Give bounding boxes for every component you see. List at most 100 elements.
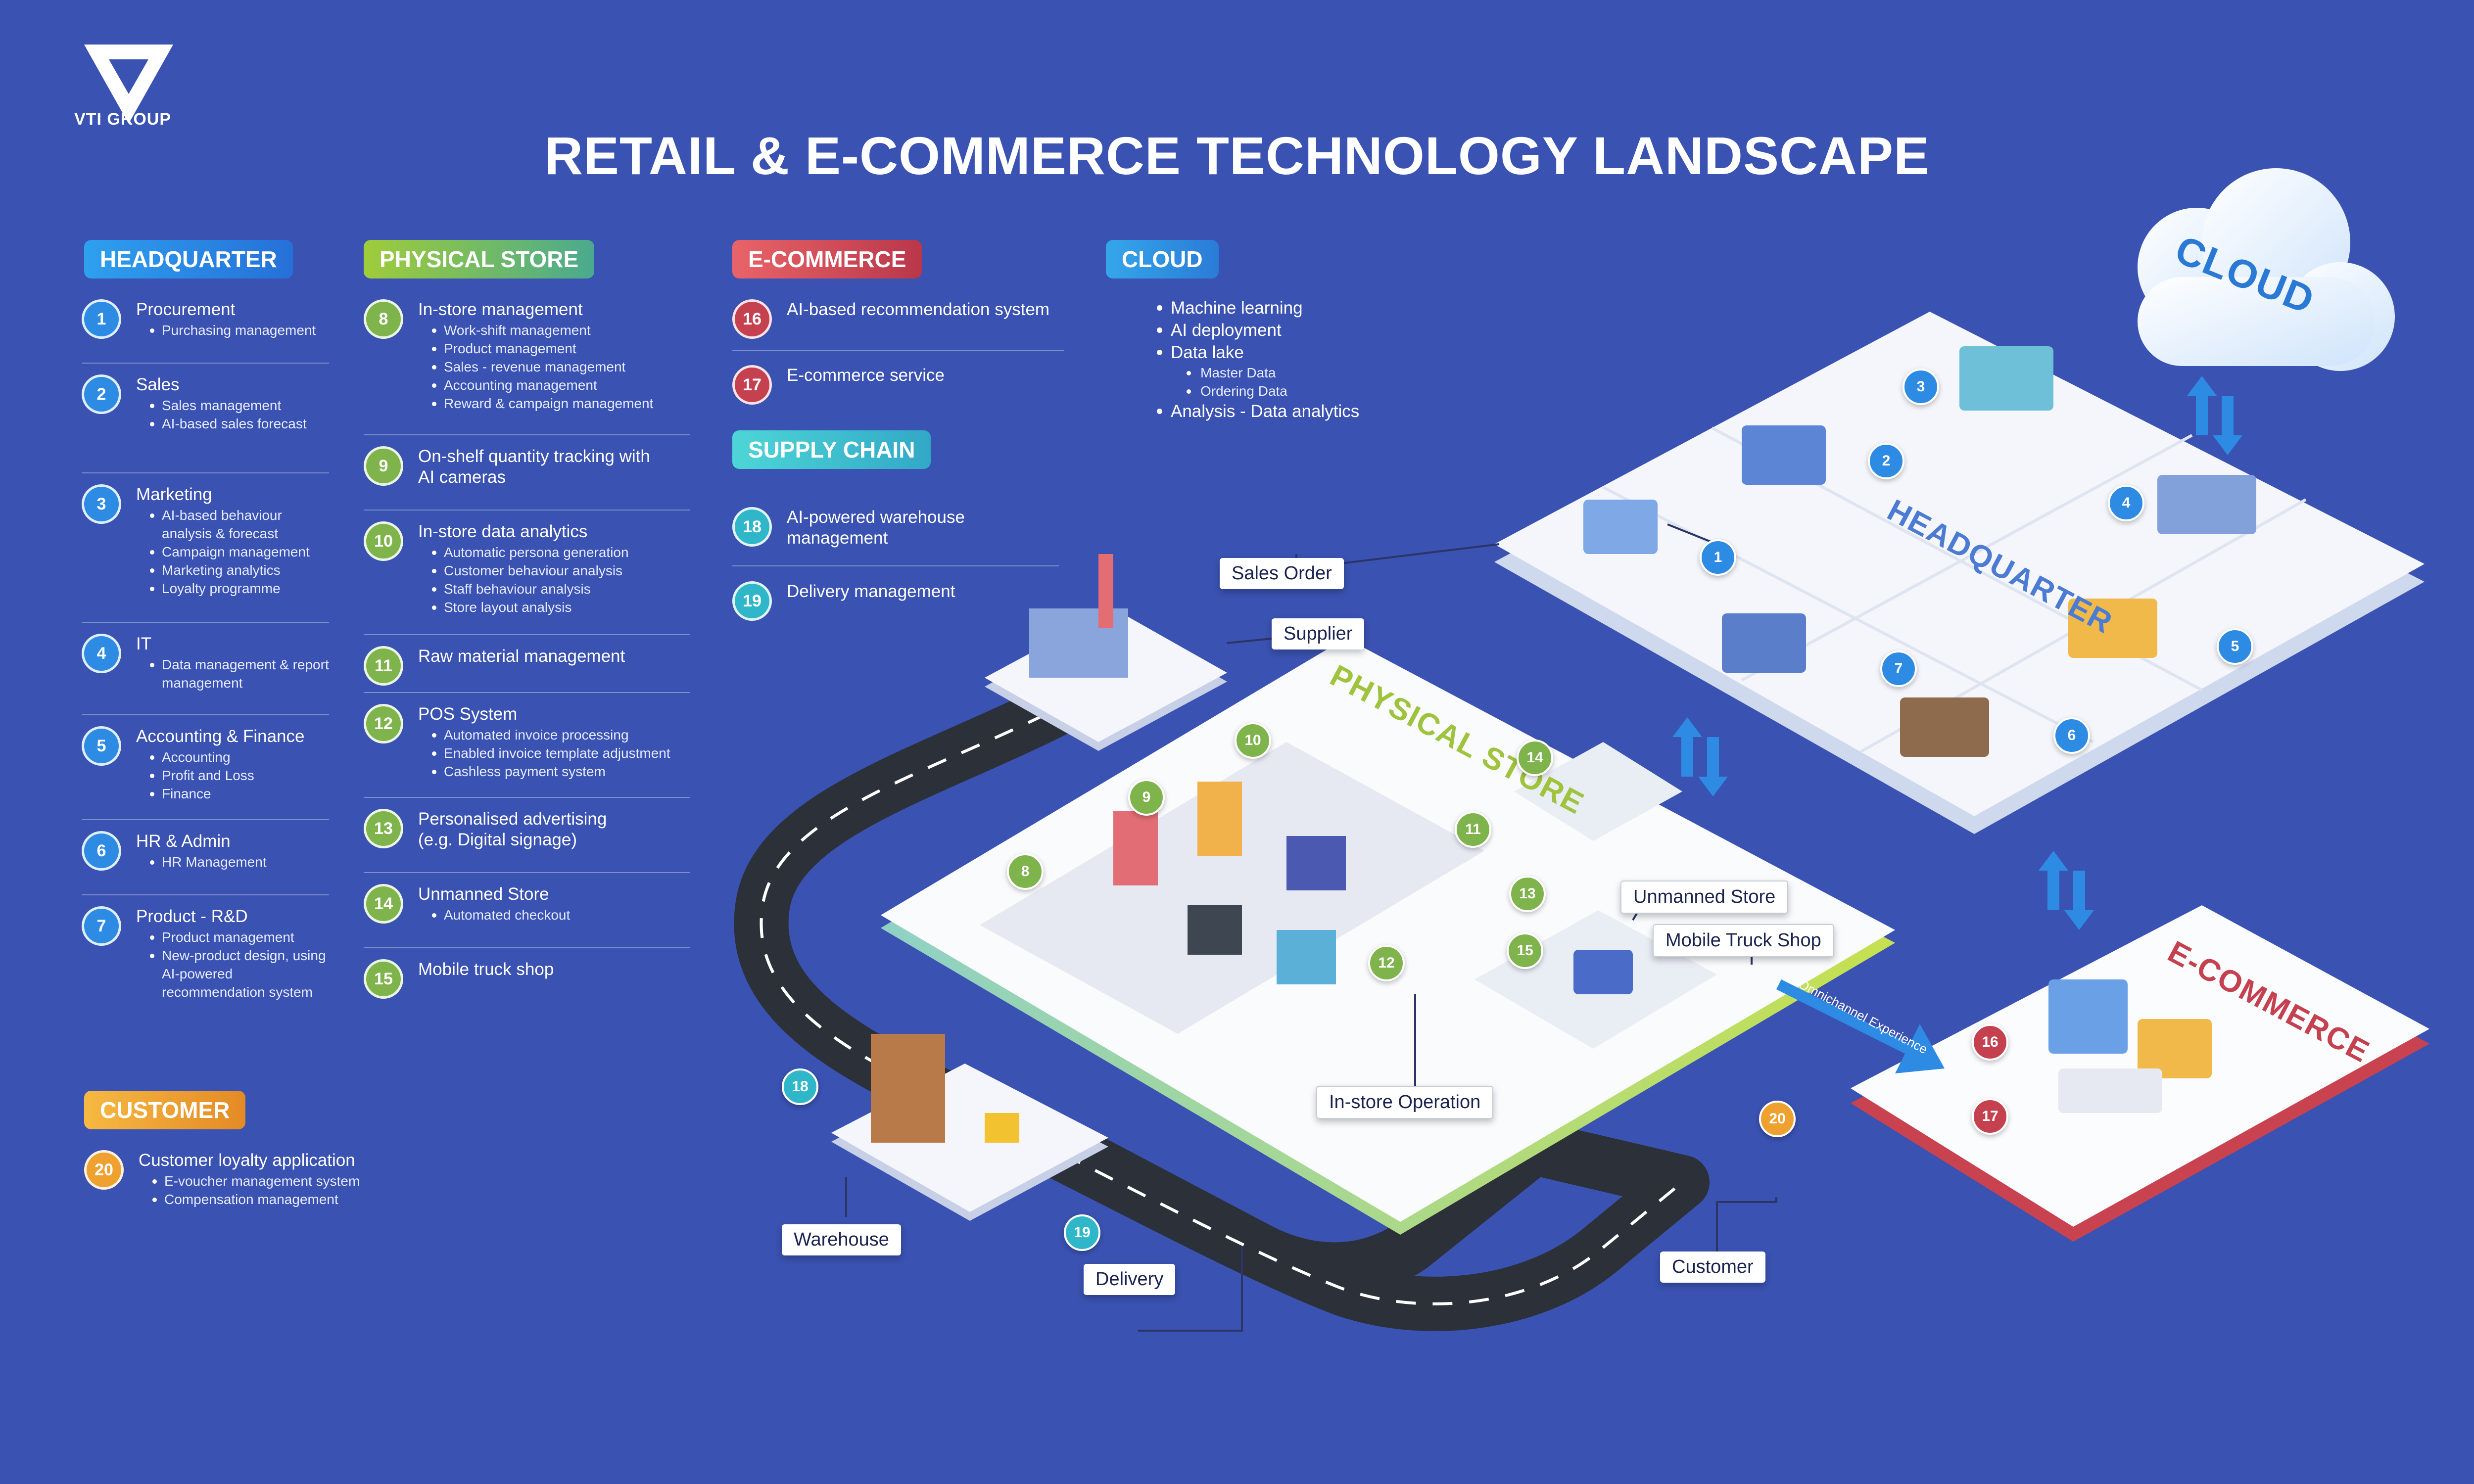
- cloud-sub-item: Master Data: [1156, 364, 1359, 382]
- sub-item: AI-based behaviour analysis & forecast: [150, 506, 329, 543]
- warehouse-platform: [831, 1034, 1108, 1221]
- item-title: Procurement: [136, 300, 236, 319]
- marker-4: 4: [2108, 485, 2144, 521]
- list-item: 17 E-commerce service: [732, 365, 1064, 410]
- sub-item: Campaign management: [150, 543, 329, 561]
- sub-item: HR Management: [150, 853, 329, 871]
- ecommerce-list: 16 AI-based recommendation system 17 E-c…: [732, 299, 1064, 410]
- item-title: Unmanned Store: [418, 884, 549, 904]
- number-badge: 19: [732, 581, 772, 621]
- sub-item: Staff behaviour analysis: [432, 580, 690, 598]
- sub-item: Compensation management: [152, 1190, 430, 1208]
- list-item: 12 POS System Automated invoice processi…: [364, 704, 690, 798]
- supplier-label: Supplier: [1272, 618, 1365, 649]
- sub-item: Data management & report management: [150, 655, 329, 692]
- list-item: 8 In-store management Work-shift managem…: [364, 299, 690, 435]
- item-title: Delivery management: [787, 582, 955, 601]
- sub-item: Automatic persona generation: [432, 543, 690, 561]
- list-item: 3 Marketing AI-based behaviour analysis …: [82, 484, 329, 623]
- marker-3: 3: [1903, 369, 1939, 405]
- sales-order-label: Sales Order: [1220, 558, 1344, 589]
- item-title: POS System: [418, 704, 518, 724]
- cloud-item: Analysis - Data analytics: [1156, 400, 1359, 422]
- unmanned-store-label: Unmanned Store: [1620, 881, 1789, 914]
- item-title: In-store management: [418, 300, 583, 319]
- number-badge: 9: [364, 446, 403, 486]
- sub-item: Reward & campaign management: [432, 394, 690, 413]
- mobile-truck-shop-label: Mobile Truck Shop: [1653, 924, 1834, 957]
- sub-item: Profit and Loss: [150, 766, 329, 785]
- sub-item: Work-shift management: [432, 321, 690, 339]
- marker-11: 11: [1455, 811, 1491, 848]
- number-badge: 5: [82, 726, 121, 766]
- marker-14: 14: [1517, 740, 1553, 776]
- sub-item: Automated checkout: [432, 906, 690, 924]
- item-title: AI-powered warehouse management: [787, 508, 965, 548]
- number-badge: 17: [732, 365, 772, 405]
- sub-item: Cashless payment system: [432, 762, 690, 781]
- marker-10: 10: [1235, 722, 1271, 759]
- marker-20: 20: [1759, 1101, 1796, 1137]
- sub-item: Sales management: [150, 396, 329, 415]
- sub-item: Enabled invoice template adjustment: [432, 744, 690, 762]
- headquarter-platform: [1494, 312, 2425, 834]
- item-title: Mobile truck shop: [418, 960, 554, 979]
- number-badge: 3: [82, 484, 121, 524]
- sub-item: Automated invoice processing: [432, 726, 690, 744]
- sub-item: New-product design, using AI-powered rec…: [150, 946, 329, 1001]
- marker-19: 19: [1064, 1214, 1100, 1251]
- item-title: On-shelf quantity tracking with AI camer…: [418, 447, 650, 487]
- in-store-operation-label: In-store Operation: [1316, 1086, 1494, 1119]
- physical-store-heading: PHYSICAL STORE: [364, 240, 595, 278]
- customer-heading: CUSTOMER: [84, 1091, 246, 1129]
- sub-item: Accounting management: [432, 376, 690, 394]
- marker-5: 5: [2217, 628, 2253, 665]
- number-badge: 12: [364, 704, 403, 743]
- list-item: 10 In-store data analytics Automatic per…: [364, 521, 690, 635]
- list-item: 11 Raw material management: [364, 646, 690, 693]
- item-title: HR & Admin: [136, 832, 231, 851]
- marker-17: 17: [1972, 1098, 2008, 1135]
- item-title: In-store data analytics: [418, 522, 588, 541]
- supplier-platform: [985, 554, 1227, 751]
- headquarter-list: 1 Procurement Purchasing management 2 Sa…: [82, 299, 329, 1030]
- marker-13: 13: [1509, 876, 1546, 912]
- item-title: Accounting & Finance: [136, 727, 305, 746]
- item-title: AI-based recommendation system: [787, 300, 1050, 319]
- sub-item: Product management: [432, 339, 690, 358]
- number-badge: 10: [364, 521, 403, 561]
- customer-label: Customer: [1660, 1252, 1765, 1283]
- number-badge: 1: [82, 299, 121, 339]
- sub-item: Accounting: [150, 748, 329, 766]
- list-item: 20 Customer loyalty application E-vouche…: [84, 1150, 430, 1229]
- physical-store-list: 8 In-store management Work-shift managem…: [364, 299, 690, 1004]
- item-title: E-commerce service: [787, 366, 945, 385]
- sub-item: Purchasing management: [150, 321, 329, 339]
- item-title: Raw material management: [418, 647, 625, 666]
- cloud-item: Machine learning: [1156, 297, 1359, 319]
- vti-logo-icon: [84, 45, 173, 124]
- list-item: 2 Sales Sales management AI-based sales …: [82, 374, 329, 473]
- number-badge: 14: [364, 884, 403, 924]
- ecommerce-platform: [1851, 905, 2429, 1242]
- delivery-label: Delivery: [1084, 1264, 1176, 1295]
- number-badge: 18: [732, 507, 772, 547]
- number-badge: 6: [82, 831, 121, 871]
- item-title: Personalised advertising (e.g. Digital s…: [418, 809, 607, 849]
- list-item: 14 Unmanned Store Automated checkout: [364, 884, 690, 948]
- list-item: 15 Mobile truck shop: [364, 959, 690, 1004]
- list-item: 9 On-shelf quantity tracking with AI cam…: [364, 446, 690, 510]
- supply-chain-list: 18 AI-powered warehouse management 19 De…: [732, 507, 1059, 626]
- list-item: 19 Delivery management: [732, 581, 1059, 626]
- number-badge: 16: [732, 299, 772, 339]
- number-badge: 13: [364, 809, 403, 848]
- list-item: 7 Product - R&D Product management New-p…: [82, 906, 329, 1030]
- cloud-item: Data lake: [1156, 341, 1359, 364]
- item-title: Marketing: [136, 485, 212, 504]
- marker-2: 2: [1868, 443, 1904, 479]
- sub-item: AI-based sales forecast: [150, 415, 329, 433]
- marker-9: 9: [1128, 779, 1165, 816]
- list-item: 5 Accounting & Finance Accounting Profit…: [82, 726, 329, 820]
- sub-item: Finance: [150, 785, 329, 803]
